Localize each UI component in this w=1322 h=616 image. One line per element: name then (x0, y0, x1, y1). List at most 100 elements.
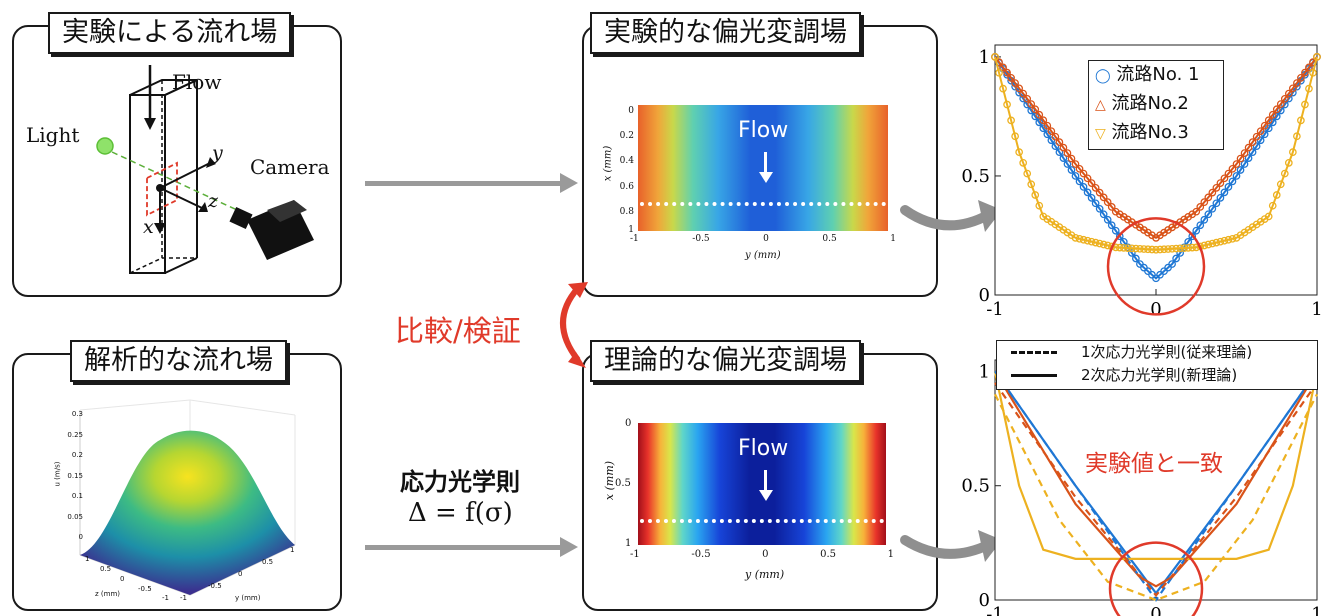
series-point-1 (1216, 194, 1225, 202)
series-point-2 (1003, 68, 1011, 77)
series-point-3 (1224, 235, 1233, 244)
series-point-3 (1301, 100, 1309, 109)
ytick: 0.5 (615, 478, 631, 489)
series-point-2 (1305, 63, 1313, 72)
ytick: -1 (180, 594, 187, 602)
series-point-2 (1212, 184, 1221, 192)
series-point-2 (1091, 184, 1100, 192)
exp-map-flow-arrowhead-icon (759, 172, 773, 183)
series-point-2 (1035, 110, 1044, 119)
series-point-3 (1284, 159, 1293, 167)
series-point-2 (1023, 94, 1032, 103)
ytick: 0.5 (262, 558, 274, 566)
series-line-5 (994, 382, 1318, 598)
title-analytical-flow: 解析的な流れ場 (70, 340, 287, 382)
ztick: 0.3 (71, 410, 83, 418)
title-theoretical-polarization: 理論的な偏光変調場 (590, 340, 861, 382)
series-point-2 (1103, 198, 1112, 206)
arrow-ana-flow-to-theo-pol (365, 545, 565, 550)
series-point-1 (1212, 199, 1221, 208)
series-point-3 (1164, 245, 1172, 253)
ytick-label: 1 (979, 361, 990, 382)
light-source-icon (96, 137, 114, 155)
series-point-2 (1244, 143, 1253, 152)
label-light: Light (26, 123, 80, 147)
series-point-2 (1240, 149, 1249, 157)
series-point-1 (1059, 154, 1068, 162)
series-point-1 (1128, 249, 1136, 257)
xtick: 0.5 (820, 549, 837, 560)
series-point-3 (1031, 191, 1040, 199)
series-point-1 (1075, 177, 1084, 186)
velocity-surface-plot (79, 399, 296, 596)
ztick: 0 (78, 533, 83, 541)
legend-entry-channel3: ▽ 流路No.3 (1095, 119, 1223, 148)
series-point-1 (1099, 210, 1108, 219)
xtick-label: 1 (1311, 604, 1322, 616)
xaxis-label: z (mm) (95, 590, 120, 598)
arrow-exp-flow-to-exp-pol (365, 181, 565, 186)
ytick: 1 (628, 225, 634, 236)
series-point-3 (1208, 239, 1217, 248)
xtick-label: 1 (1311, 299, 1322, 320)
series-point-2 (1248, 138, 1257, 146)
series-point-3 (1128, 244, 1136, 253)
series-point-2 (1015, 84, 1024, 93)
series-point-3 (1288, 148, 1297, 156)
series-point-3 (1313, 53, 1321, 61)
series-point-3 (1079, 235, 1088, 244)
xtick: -0.5 (138, 585, 152, 593)
label-camera: Camera (250, 155, 330, 179)
ytick: 0.8 (619, 206, 634, 217)
series-point-3 (1152, 245, 1160, 254)
axis-z-letter: z (208, 190, 219, 212)
series-point-2 (1297, 74, 1305, 82)
series-point-1 (1176, 249, 1184, 257)
series-point-2 (1301, 68, 1309, 77)
compare-label: 比較/検証 (395, 314, 521, 348)
series-line-1 (994, 370, 1318, 595)
xtick: 0.5 (822, 234, 837, 244)
xtick: -0.5 (691, 549, 711, 560)
series-point-2 (1095, 188, 1104, 197)
xtick: -0.5 (692, 234, 710, 244)
series-point-2 (1079, 169, 1088, 178)
plot-frame (994, 359, 1318, 601)
series-point-2 (1252, 132, 1261, 141)
exp-map-flow-label: Flow (738, 118, 789, 143)
ytick-label: 0.5 (961, 476, 990, 497)
series-marker-icon: △ (1095, 97, 1106, 113)
xtick-label: -1 (986, 604, 1004, 616)
ztick: 0.2 (71, 451, 83, 459)
ztick: 0.15 (67, 471, 83, 480)
series-point-2 (1232, 160, 1241, 168)
legend-entry-channel1: ◯ 流路No. 1 (1095, 61, 1223, 90)
ztick: 0.1 (71, 492, 83, 500)
series-point-3 (1184, 244, 1193, 252)
series-point-2 (1075, 164, 1084, 173)
series-point-1 (1071, 172, 1080, 180)
dashed-line-icon (1011, 351, 1057, 354)
series-point-1 (1272, 112, 1281, 121)
series-point-3 (1115, 243, 1124, 252)
arrowhead-icon (560, 173, 578, 193)
series-point-2 (999, 63, 1007, 72)
series-point-2 (1099, 193, 1108, 202)
series-line-3 (994, 56, 1318, 251)
series-point-2 (1276, 100, 1285, 108)
series-point-3 (999, 84, 1007, 93)
series-point-1 (1240, 160, 1249, 168)
xtick-label: 0 (1150, 299, 1161, 320)
series-point-1 (1232, 172, 1241, 180)
xtick: 0 (763, 234, 769, 244)
series-line-4 (994, 370, 1318, 602)
series-point-2 (1220, 174, 1229, 183)
series-point-1 (1208, 204, 1217, 213)
series-point-3 (1216, 237, 1225, 246)
series-point-3 (1204, 240, 1213, 249)
series-point-3 (1007, 116, 1015, 125)
series-point-3 (1144, 245, 1152, 254)
series-point-3 (1099, 240, 1108, 249)
legend-label: 流路No.2 (1111, 93, 1189, 114)
